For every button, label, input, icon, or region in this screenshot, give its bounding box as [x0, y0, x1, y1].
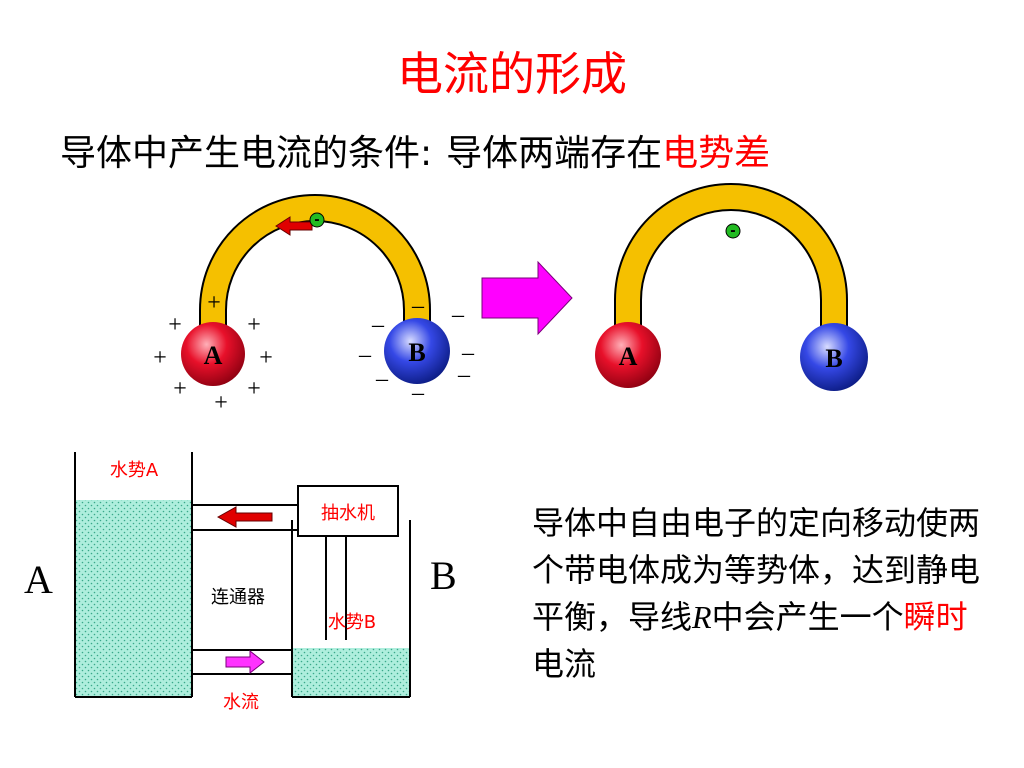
electron-flow-arrow [275, 216, 313, 236]
sphere-a-before [181, 322, 245, 386]
minus-charge: – [451, 302, 465, 328]
plus-charge: + [153, 345, 167, 371]
plus-charge: + [247, 312, 261, 338]
minus-charge: – [461, 340, 475, 366]
minus-charge: – [411, 293, 425, 319]
plus-charge: + [173, 376, 187, 402]
sphere-b-before [384, 318, 450, 384]
transition-arrow [481, 260, 573, 336]
sphere-a-label: A [619, 342, 638, 371]
pump-label: 抽水机 [321, 503, 375, 524]
tank-b-water [292, 648, 410, 697]
water-analogy: 水势A 抽水机 连通器 水势B 水流 [74, 452, 411, 713]
pump-box [297, 485, 399, 537]
water-flow-label: 水流 [223, 692, 259, 713]
positive-charges: + + + + + + + + [153, 290, 273, 416]
tank-a-water [76, 500, 192, 697]
minus-charge: – [457, 362, 471, 388]
minus-charge: – [371, 312, 385, 338]
water-flow-arrow [225, 649, 265, 675]
tank-a-label: A [24, 557, 53, 602]
explanation-part2: 中会产生一个 [711, 598, 904, 636]
explanation-highlight: 瞬时 [903, 598, 968, 636]
sphere-b-after [800, 323, 868, 391]
electron-icon [309, 212, 325, 228]
condition-highlight: 电势差 [662, 133, 771, 174]
electron-icon [725, 223, 741, 239]
plus-charge: + [259, 345, 273, 371]
tank-b-label: B [430, 553, 457, 598]
resistor-symbol: R [692, 599, 712, 635]
electron-sign: - [730, 224, 735, 239]
explanation-text: 导体中自由电子的定向移动使两个带电体成为等势体，达到静电平衡，导线R中会产生一个… [532, 500, 982, 688]
sphere-b-label: B [825, 344, 842, 373]
condition-line: 导体中产生电流的条件: 导体两端存在电势差 [60, 124, 770, 176]
plus-charge: + [214, 390, 228, 416]
page-title: 电流的形成 [397, 47, 627, 101]
water-potential-a-label: 水势A [110, 460, 159, 481]
negative-charges: – – – – – – – – [358, 293, 475, 406]
explanation-part1: 导体中自由电子的定向移动使两个带电体成为等势体，达到静电平衡，导线 [532, 504, 981, 636]
condition-text: 导体两端存在 [446, 133, 663, 174]
plus-charge: + [207, 290, 221, 316]
sphere-b-label: B [408, 338, 425, 367]
minus-charge: – [375, 366, 389, 392]
plus-charge: + [247, 376, 261, 402]
connector-label: 连通器 [211, 587, 265, 608]
plus-charge: + [168, 312, 182, 338]
condition-label: 导体中产生电流的条件: [60, 133, 433, 174]
pump-flow-arrow [216, 506, 273, 528]
minus-charge: – [358, 342, 372, 368]
sphere-a-label: A [204, 341, 223, 370]
electron-sign: - [314, 213, 319, 228]
after-diagram: - A B [595, 183, 868, 391]
minus-charge: – [411, 380, 425, 406]
explanation-part3: 电流 [532, 645, 597, 683]
before-diagram: - A B + + + + + + + + – – – – – – – – [153, 194, 475, 416]
water-potential-b-label: 水势B [328, 612, 376, 633]
sphere-a-after [595, 322, 661, 388]
